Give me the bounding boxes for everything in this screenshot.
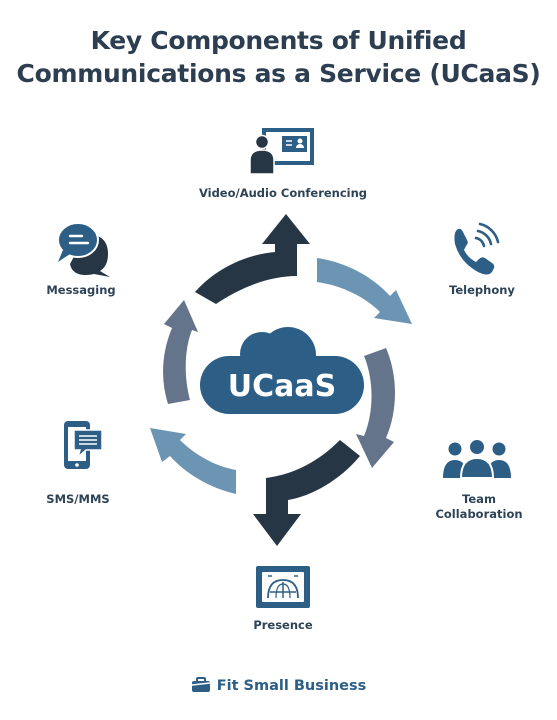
arrow-team [356,348,395,468]
footer-brand: Fit Small Business [0,677,557,694]
team-icon [443,438,511,479]
video-conference-icon [249,128,314,175]
arrow-sms [150,428,236,494]
presence-icon [256,566,310,608]
label-team-line-2: Collaboration [435,507,523,521]
arrow-telephony [317,258,412,324]
arrow-messaging [163,300,198,404]
center-label: UCaaS [228,369,336,404]
ucaas-cloud [200,327,364,414]
label-video-conferencing: Video/Audio Conferencing [198,186,368,200]
title-line-1: Key Components of Unified [90,26,467,55]
label-messaging: Messaging [46,283,116,297]
arrow-video [195,214,310,304]
label-sms-mms: SMS/MMS [46,492,110,506]
chat-bubbles-icon [57,222,110,277]
label-presence: Presence [253,618,313,632]
phone-icon [454,222,500,275]
footer-brand-text: Fit Small Business [216,678,367,694]
title-line-2: Communications as a Service (UCaaS) [16,59,541,88]
arrow-presence [253,440,360,546]
label-telephony: Telephony [449,283,515,297]
page-title: Key Components of Unified Communications… [0,24,557,90]
label-team-line-1: Team [462,492,496,506]
mobile-message-icon [64,421,103,469]
cycle-ring [150,214,412,546]
briefcase-logo-icon [191,677,210,692]
label-team-collaboration: Team Collaboration [424,492,534,522]
